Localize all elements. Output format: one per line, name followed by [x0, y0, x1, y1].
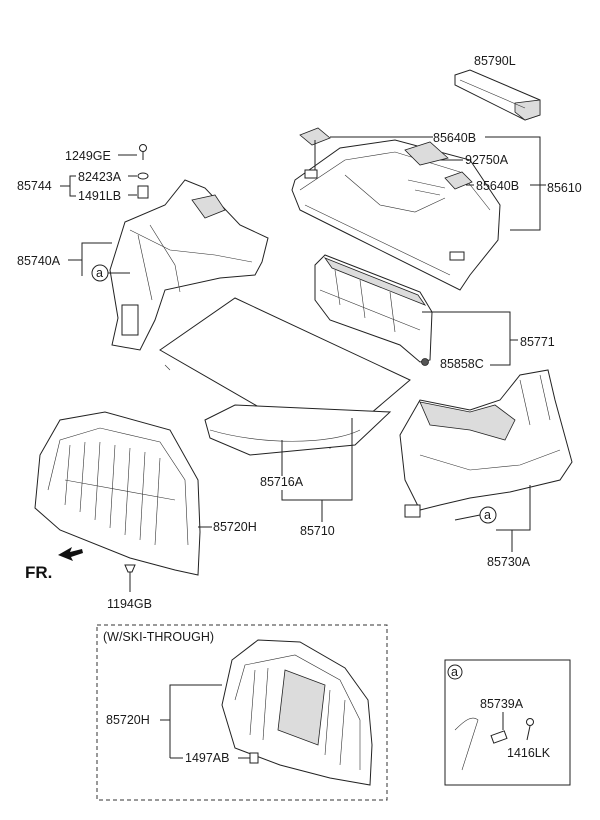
label-82423a: 82423A [78, 170, 122, 184]
direction-label: FR. [25, 563, 52, 582]
label-85610: 85610 [547, 181, 582, 195]
label-1416lk: 1416LK [507, 746, 551, 760]
callout-a-left-label: a [96, 266, 103, 280]
part-85740a-left-trim [109, 179, 269, 351]
label-85739a: 85739A [480, 697, 524, 711]
label-85720h-ski: 85720H [106, 713, 150, 727]
label-1194gb: 1194GB [107, 597, 152, 611]
part-85720h-ski-trim [221, 639, 373, 786]
callout-a-box [447, 664, 463, 680]
ski-through-title: (W/SKI-THROUGH) [103, 630, 214, 644]
part-85790l [454, 69, 541, 121]
callout-a-right-label: a [484, 508, 491, 522]
front-direction-arrow-icon [58, 547, 83, 561]
label-85790l: 85790L [474, 54, 516, 68]
part-85716a-mat [159, 297, 411, 456]
part-85730a-right-trim [399, 369, 573, 518]
detail-a-box [444, 659, 571, 786]
part-85739a-bracket [454, 717, 534, 771]
label-85730a: 85730A [487, 555, 531, 569]
part-85610-package-tray [291, 127, 501, 291]
label-92750a: 92750A [465, 153, 509, 167]
label-85720h: 85720H [213, 520, 257, 534]
part-85720h-trim [34, 411, 201, 576]
part-85771-trim [314, 254, 433, 366]
part-1194gb-clip [124, 564, 136, 592]
label-85740a: 85740A [17, 254, 61, 268]
part-82423a-washer [137, 172, 149, 180]
label-85744: 85744 [17, 179, 52, 193]
label-1491lb: 1491LB [78, 189, 121, 203]
label-85710: 85710 [300, 524, 335, 538]
label-85858c: 85858C [440, 357, 484, 371]
label-85771: 85771 [520, 335, 555, 349]
part-1249ge-bolt [139, 144, 147, 160]
label-85640b-top: 85640B [433, 131, 476, 145]
part-1491lb-clip [137, 185, 149, 199]
label-85716a: 85716A [260, 475, 304, 489]
callout-a-box-label: a [451, 665, 458, 679]
label-1249ge: 1249GE [65, 149, 111, 163]
label-1497ab: 1497AB [185, 751, 229, 765]
label-85640b-mid: 85640B [476, 179, 519, 193]
grille-main [64, 441, 176, 546]
ski-through-box [96, 624, 388, 801]
